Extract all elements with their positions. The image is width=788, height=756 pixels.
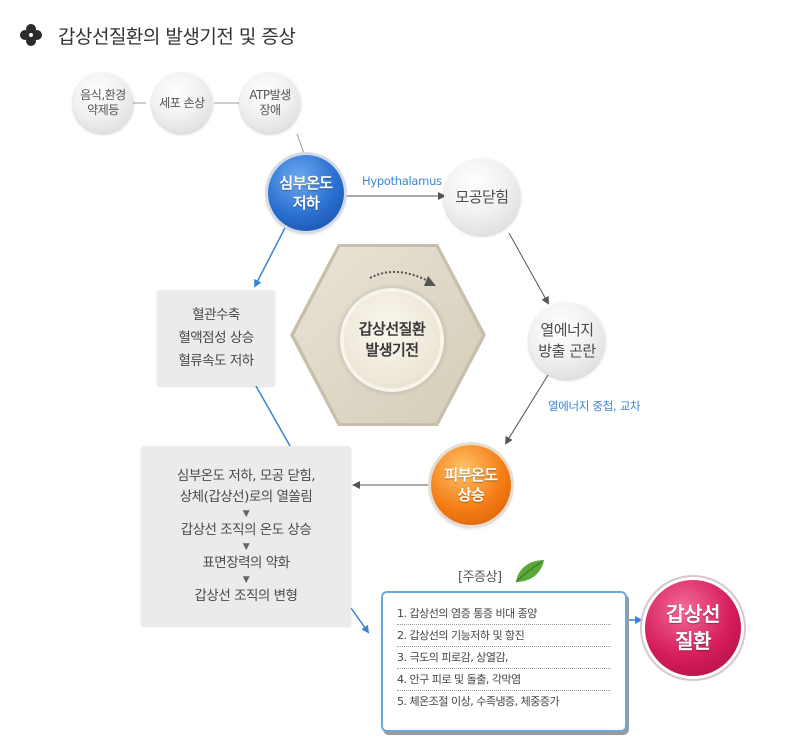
- clover-icon: [18, 22, 44, 48]
- node-pore-closure: 모공닫힘: [444, 159, 520, 235]
- list-item: 4. 안구 피로 및 돌출, 각막염: [397, 669, 611, 691]
- step-arrow: ▼: [242, 508, 250, 519]
- arrow-heat-skin: [504, 374, 549, 445]
- step-arrow: ▼: [242, 574, 250, 585]
- page-title: 갑상선질환의 발생기전 및 증상: [58, 25, 296, 48]
- symptom-list: 1. 갑상선의 염증 통증 비대 종양 2. 갑상선의 기능저하 및 항진 3.…: [383, 593, 625, 712]
- line-atp-body: [296, 133, 306, 157]
- heat-accum-label: 열에너지 중첩, 교차: [548, 399, 641, 413]
- list-item: 2. 갑상선의 기능저하 및 항진: [397, 625, 611, 647]
- symptoms-heading: [주증상]: [458, 570, 502, 585]
- process-box: 심부온도 저하, 모공 닫힘, 상체(갑상선)로의 열쏠림 ▼ 갑상선 조직의 …: [141, 446, 351, 626]
- vascular-effects-box: 혈관수축 혈액점성 상승 혈류속도 저하: [157, 290, 275, 386]
- symptoms-box: 1. 갑상선의 염증 통증 비대 종양 2. 갑상선의 기능저하 및 항진 3.…: [381, 591, 627, 732]
- leaf-icon: [515, 560, 544, 583]
- list-item: 1. 갑상선의 염증 통증 비대 종양: [397, 603, 611, 625]
- node-cell-damage: 세포 손상: [152, 73, 212, 133]
- hypothalamus-label: Hypothalamus: [362, 174, 442, 188]
- line-vascular-process: [255, 385, 291, 447]
- title-row: 갑상선질환의 발생기전 및 증상: [18, 20, 296, 50]
- list-item: 3. 극도의 피로감, 상열감,: [397, 647, 611, 669]
- arrow-process-symptom: [350, 607, 370, 634]
- list-item: 5. 체온조절 이상, 수족냉증, 체중증가: [397, 695, 560, 708]
- arrow-pore-heat: [508, 232, 549, 305]
- step-arrow: ▼: [242, 541, 250, 552]
- arrow-body-vascular: [254, 225, 287, 288]
